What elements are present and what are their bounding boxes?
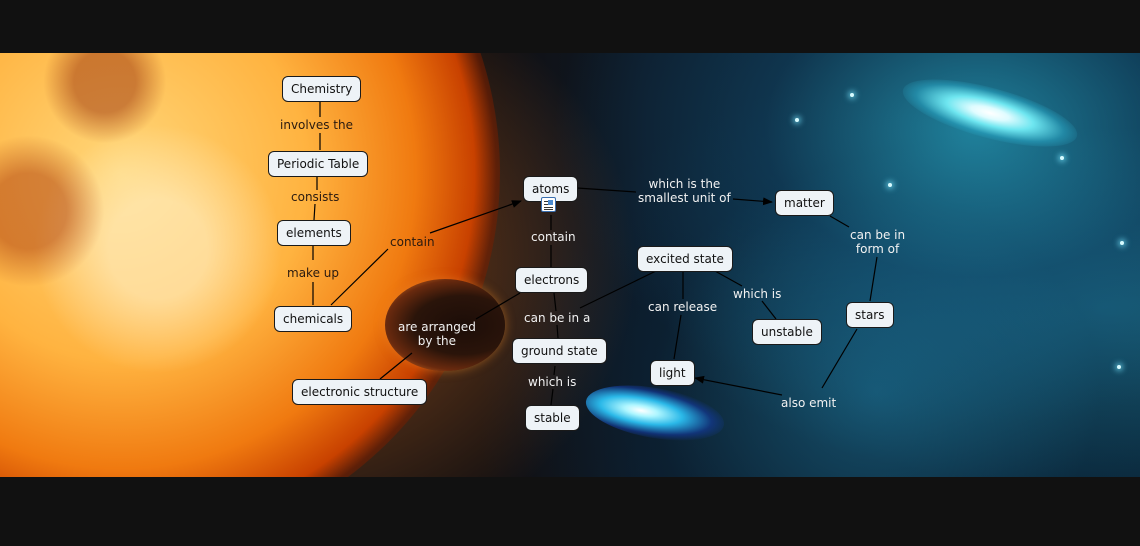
concept-unstable[interactable]: unstable	[752, 319, 822, 345]
concept-electronic-structure[interactable]: electronic structure	[292, 379, 428, 405]
concept-chemicals[interactable]: chemicals	[274, 306, 353, 332]
link-also-emit[interactable]: also emit	[781, 396, 837, 410]
link-are-arranged-by-the[interactable]: are arranged by the	[398, 320, 476, 348]
star-icon	[850, 93, 854, 97]
link-make-up[interactable]: make up	[287, 266, 339, 280]
link-are-arranged-line1: are arranged	[398, 320, 476, 334]
link-lines	[312, 102, 878, 406]
link-smallest-unit-line1: which is the	[648, 177, 721, 191]
concept-excited-state[interactable]: excited state	[637, 246, 733, 272]
link-can-be-in-a[interactable]: can be in a	[524, 311, 591, 325]
concept-light[interactable]: light	[650, 360, 695, 386]
link-can-be-in-form-of[interactable]: can be in form of	[850, 228, 905, 256]
star-icon	[1120, 241, 1124, 245]
concept-ground-state[interactable]: ground state	[512, 338, 607, 364]
link-smallest-unit-of[interactable]: which is the smallest unit of	[638, 177, 731, 205]
concept-matter[interactable]: matter	[775, 190, 834, 216]
link-are-arranged-line2: by the	[417, 334, 457, 348]
link-involves-the[interactable]: involves the	[280, 118, 353, 132]
concept-elements[interactable]: elements	[277, 220, 351, 246]
link-contain-chemicals[interactable]: contain	[390, 235, 435, 249]
link-consists[interactable]: consists	[291, 190, 340, 204]
link-can-release[interactable]: can release	[648, 300, 718, 314]
link-which-is-unstable[interactable]: which is	[733, 287, 782, 301]
concept-periodic-table[interactable]: Periodic Table	[268, 151, 369, 177]
concept-stars[interactable]: stars	[846, 302, 894, 328]
concept-map-canvas: Chemistry involves the Periodic Table co…	[0, 53, 1140, 477]
link-can-be-in-form-line2: form of	[855, 242, 900, 256]
concept-electrons[interactable]: electrons	[515, 267, 589, 293]
link-which-is-stable[interactable]: which is	[528, 375, 577, 389]
star-icon	[888, 183, 892, 187]
link-contain-atoms[interactable]: contain	[531, 230, 576, 244]
link-smallest-unit-line2: smallest unit of	[638, 191, 731, 205]
star-icon	[795, 118, 799, 122]
star-icon	[1117, 365, 1121, 369]
link-can-be-in-form-line1: can be in	[850, 228, 906, 242]
document-resource-icon[interactable]	[541, 197, 556, 212]
star-icon	[1060, 156, 1064, 160]
concept-chemistry[interactable]: Chemistry	[282, 76, 362, 102]
concept-stable[interactable]: stable	[525, 405, 580, 431]
